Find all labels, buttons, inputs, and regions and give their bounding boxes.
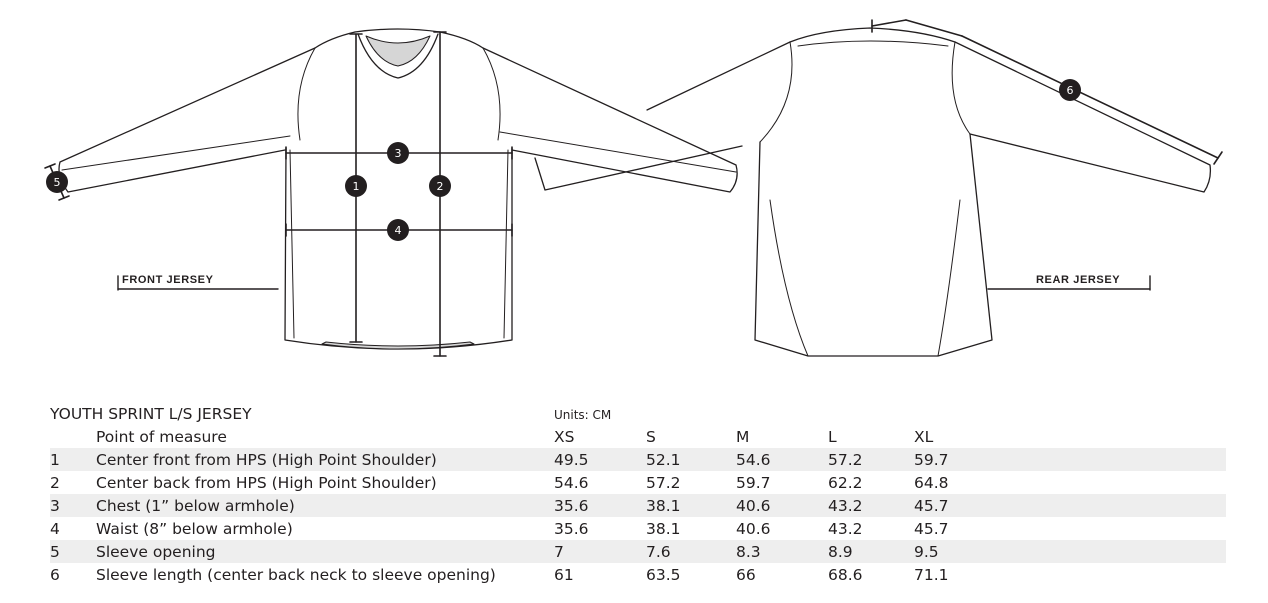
svg-text:5: 5 [54, 176, 61, 189]
table-row: 3 Chest (1” below armhole) 35.6 38.1 40.… [50, 494, 1226, 517]
row-measure-name: Sleeve opening [96, 542, 216, 561]
measure-marker-3: 3 [387, 142, 409, 164]
row-value: 40.6 [736, 496, 771, 515]
units-label: Units: CM [554, 408, 612, 422]
row-value: 71.1 [914, 565, 949, 584]
row-value: 43.2 [828, 496, 863, 515]
row-value: 54.6 [736, 450, 771, 469]
row-value: 59.7 [736, 473, 771, 492]
row-measure-name: Chest (1” below armhole) [96, 496, 295, 515]
row-value: 68.6 [828, 565, 863, 584]
row-value: 52.1 [646, 450, 681, 469]
jersey-diagram: 1 2 3 4 5 6 [44, 19, 1223, 357]
svg-text:6: 6 [1067, 84, 1074, 97]
table-row: 5 Sleeve opening 7 7.6 8.3 8.9 9.5 [50, 540, 1226, 563]
svg-text:3: 3 [395, 147, 402, 160]
row-value: 35.6 [554, 496, 589, 515]
row-value: 66 [736, 565, 756, 584]
row-measure-name: Waist (8” below armhole) [96, 519, 293, 538]
table-row: 1 Center front from HPS (High Point Shou… [50, 448, 1226, 471]
row-value: 54.6 [554, 473, 589, 492]
row-number: 5 [50, 542, 60, 561]
row-value: 35.6 [554, 519, 589, 538]
header-point-of-measure: Point of measure [96, 427, 227, 446]
row-value: 7.6 [646, 542, 671, 561]
row-value: 8.9 [828, 542, 853, 561]
svg-text:2: 2 [437, 180, 444, 193]
measurement-lines [44, 19, 1223, 357]
measure-marker-5: 5 [46, 171, 68, 193]
row-value: 40.6 [736, 519, 771, 538]
svg-text:4: 4 [395, 224, 402, 237]
row-value: 43.2 [828, 519, 863, 538]
row-value: 57.2 [828, 450, 863, 469]
measure-marker-1: 1 [345, 175, 367, 197]
row-measure-name: Center front from HPS (High Point Should… [96, 450, 437, 469]
front-jersey-label: FRONT JERSEY [122, 274, 214, 286]
table-header-row: Point of measure XS S M L XL [50, 425, 1226, 448]
row-value: 62.2 [828, 473, 863, 492]
row-number: 2 [50, 473, 60, 492]
row-number: 1 [50, 450, 60, 469]
measure-marker-2: 2 [429, 175, 451, 197]
row-value: 45.7 [914, 496, 949, 515]
svg-text:1: 1 [353, 180, 360, 193]
size-chart-table: YOUTH SPRINT L/S JERSEY Units: CM Point … [50, 403, 1226, 586]
row-value: 45.7 [914, 519, 949, 538]
row-value: 8.3 [736, 542, 761, 561]
header-size-xl: XL [914, 427, 934, 446]
row-value: 59.7 [914, 450, 949, 469]
row-measure-name: Center back from HPS (High Point Shoulde… [96, 473, 437, 492]
rear-jersey-label: REAR JERSEY [1036, 274, 1121, 286]
measure-marker-6: 6 [1059, 79, 1081, 101]
row-value: 38.1 [646, 496, 681, 515]
header-size-xs: XS [554, 427, 575, 446]
row-measure-name: Sleeve length (center back neck to sleev… [96, 565, 496, 584]
table-row: 4 Waist (8” below armhole) 35.6 38.1 40.… [50, 517, 1226, 540]
table-title-row: YOUTH SPRINT L/S JERSEY Units: CM [50, 403, 1226, 425]
row-value: 57.2 [646, 473, 681, 492]
table-title: YOUTH SPRINT L/S JERSEY [50, 405, 252, 423]
row-number: 6 [50, 565, 60, 584]
row-value: 7 [554, 542, 564, 561]
row-value: 38.1 [646, 519, 681, 538]
row-value: 63.5 [646, 565, 681, 584]
measure-marker-4: 4 [387, 219, 409, 241]
row-number: 4 [50, 519, 60, 538]
rear-jersey-outline [534, 27, 1212, 357]
row-number: 3 [50, 496, 60, 515]
row-value: 49.5 [554, 450, 589, 469]
front-jersey-outline [58, 28, 738, 350]
header-size-l: L [828, 427, 837, 446]
row-value: 61 [554, 565, 574, 584]
header-size-s: S [646, 427, 656, 446]
table-row: 2 Center back from HPS (High Point Shoul… [50, 471, 1226, 494]
row-value: 9.5 [914, 542, 939, 561]
table-row: 6 Sleeve length (center back neck to sle… [50, 563, 1226, 586]
header-size-m: M [736, 427, 750, 446]
row-value: 64.8 [914, 473, 949, 492]
